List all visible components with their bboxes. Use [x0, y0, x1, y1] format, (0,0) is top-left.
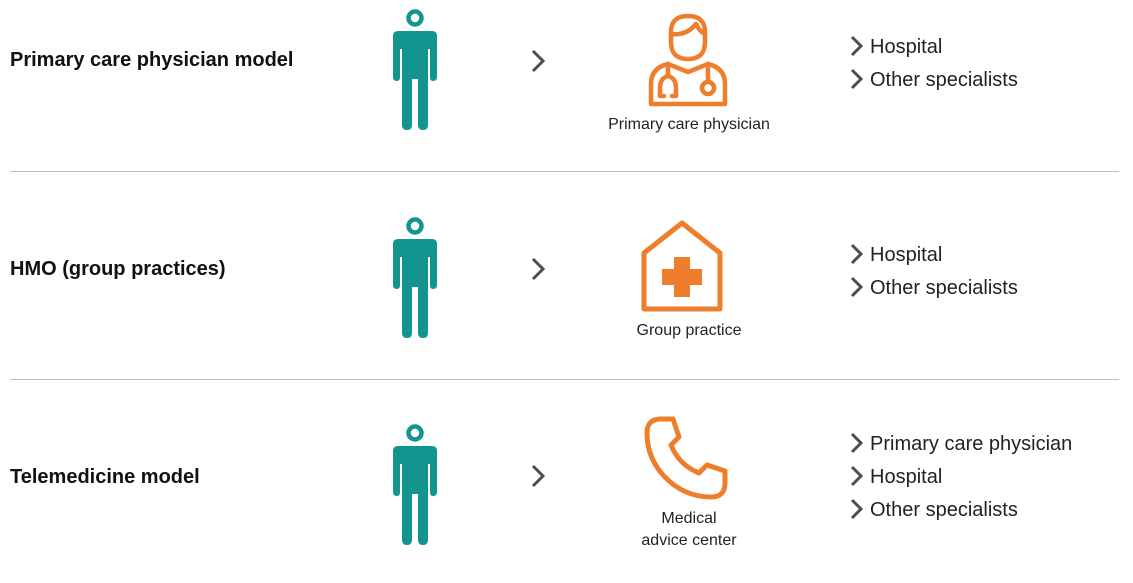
destination-item: Hospital	[848, 461, 1072, 494]
destination-label: Hospital	[870, 244, 943, 266]
destination-item: Other specialists	[848, 494, 1072, 527]
destination-label: Hospital	[870, 466, 943, 488]
row-title: Primary care physician model	[10, 49, 294, 71]
destination-label: Other specialists	[870, 69, 1018, 91]
chevron-right-icon	[850, 465, 864, 486]
doctor-icon	[648, 13, 728, 107]
provider-label-line: Medical	[661, 510, 717, 527]
person-icon	[393, 217, 437, 338]
chevron-right-icon	[850, 243, 864, 264]
chevron-right-icon	[850, 432, 864, 453]
model-row-hmo: HMO (group practices) Group practice Hos…	[0, 172, 1133, 379]
row-divider	[10, 379, 1119, 380]
provider-label: Primary care physician	[608, 116, 770, 133]
provider-label: Medical advice center	[578, 508, 800, 552]
destination-list: Primary care physician Hospital Other sp…	[848, 428, 1072, 527]
chevron-right-icon	[531, 464, 546, 488]
chevron-right-icon	[531, 257, 546, 281]
destination-label: Other specialists	[870, 499, 1018, 521]
destination-label: Hospital	[870, 36, 943, 58]
destination-list: Hospital Other specialists	[848, 239, 1018, 305]
destination-label: Primary care physician	[870, 433, 1073, 455]
chevron-right-icon	[850, 276, 864, 297]
model-row-telemedicine: Telemedicine model Medical advice center…	[0, 380, 1133, 583]
row-divider	[10, 171, 1119, 172]
person-icon	[393, 9, 437, 130]
row-title: HMO (group practices)	[10, 258, 226, 280]
phone-icon	[644, 416, 728, 500]
destination-list: Hospital Other specialists	[848, 31, 1018, 97]
chevron-right-icon	[531, 49, 546, 73]
chevron-right-icon	[850, 68, 864, 89]
destination-item: Other specialists	[848, 272, 1018, 305]
provider-label: Group practice	[636, 322, 742, 339]
chevron-right-icon	[850, 35, 864, 56]
medical-house-icon	[641, 220, 723, 312]
person-icon	[393, 424, 437, 545]
row-title: Telemedicine model	[10, 466, 200, 488]
destination-label: Other specialists	[870, 277, 1018, 299]
destination-item: Hospital	[848, 239, 1018, 272]
destination-item: Hospital	[848, 31, 1018, 64]
destination-item: Other specialists	[848, 64, 1018, 97]
model-row-primary-care: Primary care physician model Primary car…	[0, 0, 1133, 171]
chevron-right-icon	[850, 498, 864, 519]
provider-label-line: advice center	[641, 532, 737, 549]
destination-item: Primary care physician	[848, 428, 1072, 461]
